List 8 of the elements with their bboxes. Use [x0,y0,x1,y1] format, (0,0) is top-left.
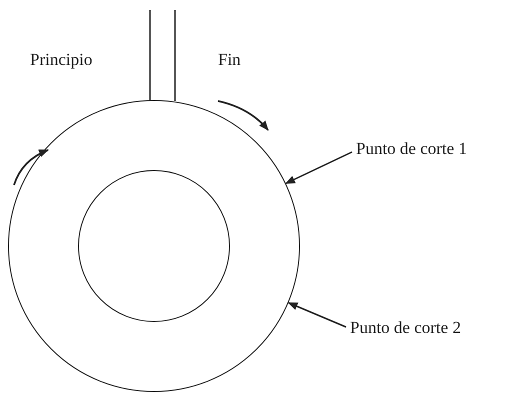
callout-label: Punto de corte 2 [350,318,461,338]
callout-label: Punto de corte 1 [356,139,467,159]
leader-arrow [285,151,352,184]
part-label: Principio [30,50,92,70]
part-label: Fin [218,50,241,70]
inner-circle [78,170,230,322]
outer-circle [8,100,300,392]
leader-arrow [288,302,346,328]
